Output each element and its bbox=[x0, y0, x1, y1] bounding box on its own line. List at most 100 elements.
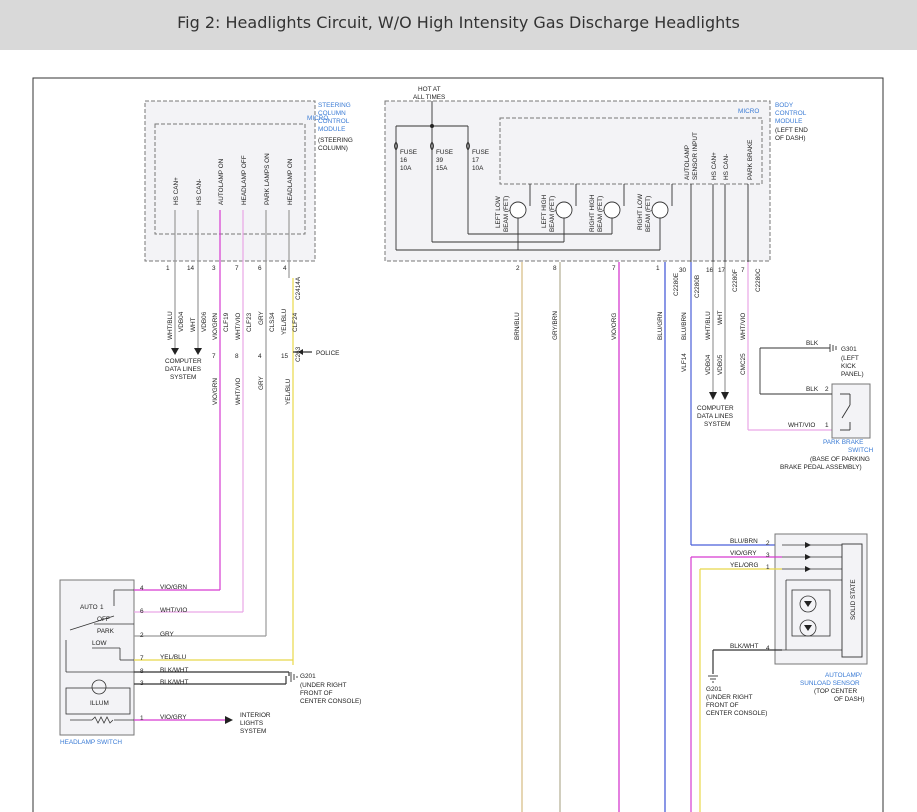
park-brake-ground-loc: PANEL) bbox=[841, 371, 864, 378]
bcm-pin: 30 bbox=[679, 267, 687, 274]
sccm-lower-wire-labels: VIO/GRN WHT/VIO GRY YEL/BLU bbox=[212, 376, 292, 405]
solid-state-label: SOLID STATE bbox=[850, 579, 857, 620]
fuse-num: 16 bbox=[400, 157, 408, 164]
fuse-symbol bbox=[430, 141, 434, 151]
sccm-signal: AUTOLAMP ON bbox=[218, 158, 225, 205]
sccm-name-line: COLUMN bbox=[318, 110, 346, 117]
switch-wire: GRY bbox=[160, 631, 174, 638]
connector-label: C2280F bbox=[732, 269, 739, 292]
bcm-location: OF DASH) bbox=[775, 135, 806, 142]
interior-lights: SYSTEM bbox=[240, 728, 266, 735]
autolamp-wire: VIO/GRY bbox=[730, 550, 757, 557]
wire-label: YEL/BLU bbox=[281, 308, 288, 335]
wire-label: WHT bbox=[190, 317, 197, 332]
hot-label: ALL TIMES bbox=[413, 94, 445, 101]
circuit-label: CLF24 bbox=[292, 312, 299, 332]
bcm-data-lines: SYSTEM bbox=[704, 421, 730, 428]
autolamp-ground-loc: CENTER CONSOLE) bbox=[706, 710, 767, 717]
switch-wire: BLK/WHT bbox=[160, 679, 189, 686]
park-brake-ground-loc: KICK bbox=[841, 363, 857, 370]
switch-position: AUTO bbox=[80, 604, 98, 611]
bcm-location: (LEFT END bbox=[775, 127, 808, 134]
switch-pin: 6 bbox=[140, 608, 144, 615]
autolamp-internal bbox=[782, 544, 842, 651]
switch-ground-loc: FRONT OF bbox=[300, 690, 333, 697]
sccm-pin: 7 bbox=[235, 265, 239, 272]
bcm-pin: 7 bbox=[612, 265, 616, 272]
interior-lights: INTERIOR bbox=[240, 712, 271, 719]
autolamp-pin: 1 bbox=[766, 564, 770, 571]
switch-auto-num: 1 bbox=[100, 604, 104, 611]
circuit-label: VDB05 bbox=[717, 354, 724, 375]
wire-label: GRY bbox=[258, 376, 265, 390]
output-label: RIGHT LOW bbox=[637, 193, 644, 230]
sccm-pin: 6 bbox=[258, 265, 262, 272]
park-brake-box bbox=[831, 383, 871, 439]
bcm-pin-numbers: 2 8 7 1 30 16 17 7 bbox=[516, 265, 745, 274]
c263-pin: 15 bbox=[281, 353, 289, 360]
autolamp-wire: YEL/ORG bbox=[730, 562, 758, 569]
autolamp-pin: 3 bbox=[766, 552, 770, 559]
switch-position: OFF bbox=[97, 616, 110, 623]
sccm-name-line: STEERING bbox=[318, 102, 351, 109]
title-bar: Fig 2: Headlights Circuit, W/O High Inte… bbox=[0, 0, 917, 50]
sccm-signal: HS CAN- bbox=[196, 179, 203, 205]
bcm-data-lines: DATA LINES bbox=[697, 413, 733, 420]
circuit-label: VLF14 bbox=[681, 353, 688, 372]
autolamp-wire: BLU/BRN bbox=[730, 538, 758, 545]
sccm-signal: PARK LAMPS ON bbox=[264, 153, 271, 205]
sccm-location: COLUMN) bbox=[318, 145, 348, 152]
headlamp-switch-internal bbox=[65, 589, 134, 724]
fuse-symbol bbox=[466, 141, 470, 151]
switch-wire: BLK/WHT bbox=[160, 667, 189, 674]
bcm-pin: 2 bbox=[516, 265, 520, 272]
output-label: BEAM (FET) bbox=[503, 196, 510, 232]
switch-wire: YEL/BLU bbox=[160, 654, 187, 661]
park-brake-ground-loc: (LEFT bbox=[841, 355, 859, 362]
sccm-pin: 4 bbox=[283, 265, 287, 272]
fuse-label: FUSE bbox=[472, 149, 489, 156]
sccm-data-lines: DATA LINES bbox=[165, 366, 201, 373]
park-brake-location: BRAKE PEDAL ASSEMBLY) bbox=[780, 464, 862, 471]
autolamp-ground: G201 bbox=[706, 686, 722, 693]
page-title: Fig 2: Headlights Circuit, W/O High Inte… bbox=[177, 13, 740, 32]
input-label: HS CAN- bbox=[723, 154, 730, 180]
autolamp-ground-loc: FRONT OF bbox=[706, 702, 739, 709]
output-label: BEAM (FET) bbox=[549, 196, 556, 232]
sccm-signal: HEADLAMP ON bbox=[287, 158, 294, 205]
autolamp-pin: 2 bbox=[766, 540, 770, 547]
sccm-data-lines: SYSTEM bbox=[170, 374, 196, 381]
fuse-num: 39 bbox=[436, 157, 444, 164]
autolamp-ground-loc: (UNDER RIGHT bbox=[706, 694, 753, 701]
sccm-pin: 1 bbox=[166, 265, 170, 272]
bcm-input-labels: AUTOLAMP SENSOR INPUT HS CAN+ HS CAN- PA… bbox=[684, 132, 754, 180]
park-brake-ground bbox=[759, 344, 851, 431]
sccm-name-line: CONTROL bbox=[318, 118, 350, 125]
fuse-label: FUSE bbox=[436, 149, 453, 156]
sccm-connector: C2414A bbox=[295, 276, 302, 300]
bcm-input-wires bbox=[690, 262, 832, 546]
hot-label: HOT AT bbox=[418, 86, 441, 93]
switch-pin: 3 bbox=[140, 680, 144, 687]
fet-icon bbox=[651, 201, 669, 219]
output-label: LEFT LOW bbox=[495, 195, 502, 228]
park-brake-ground-name: G301 bbox=[841, 346, 857, 353]
switch-ground: G201 bbox=[300, 673, 316, 680]
sccm-location: (STEERING bbox=[318, 137, 353, 144]
arrow-down-icon bbox=[194, 348, 202, 355]
bcm-input-wire-labels: BLU/BRN VLF14 WHT/BLU VDB04 WHT VDB05 WH… bbox=[681, 310, 747, 375]
wire-label: BRN/BLU bbox=[514, 312, 521, 340]
circuit-label: CLF19 bbox=[223, 312, 230, 332]
arrow-down-icon bbox=[721, 392, 729, 400]
input-label: AUTOLAMP bbox=[684, 145, 691, 180]
sccm-signal: HS CAN+ bbox=[173, 177, 180, 205]
bcm-name-line: CONTROL bbox=[775, 110, 807, 117]
wire-label: GRY bbox=[258, 311, 265, 325]
circuit-label: CMC25 bbox=[740, 353, 747, 375]
switch-wire: VIO/GRY bbox=[160, 714, 187, 721]
fuse-amp: 10A bbox=[400, 165, 412, 172]
c263-pin: 4 bbox=[258, 353, 262, 360]
diode-icon bbox=[805, 554, 811, 560]
circuit-label: VDB04 bbox=[705, 354, 712, 375]
